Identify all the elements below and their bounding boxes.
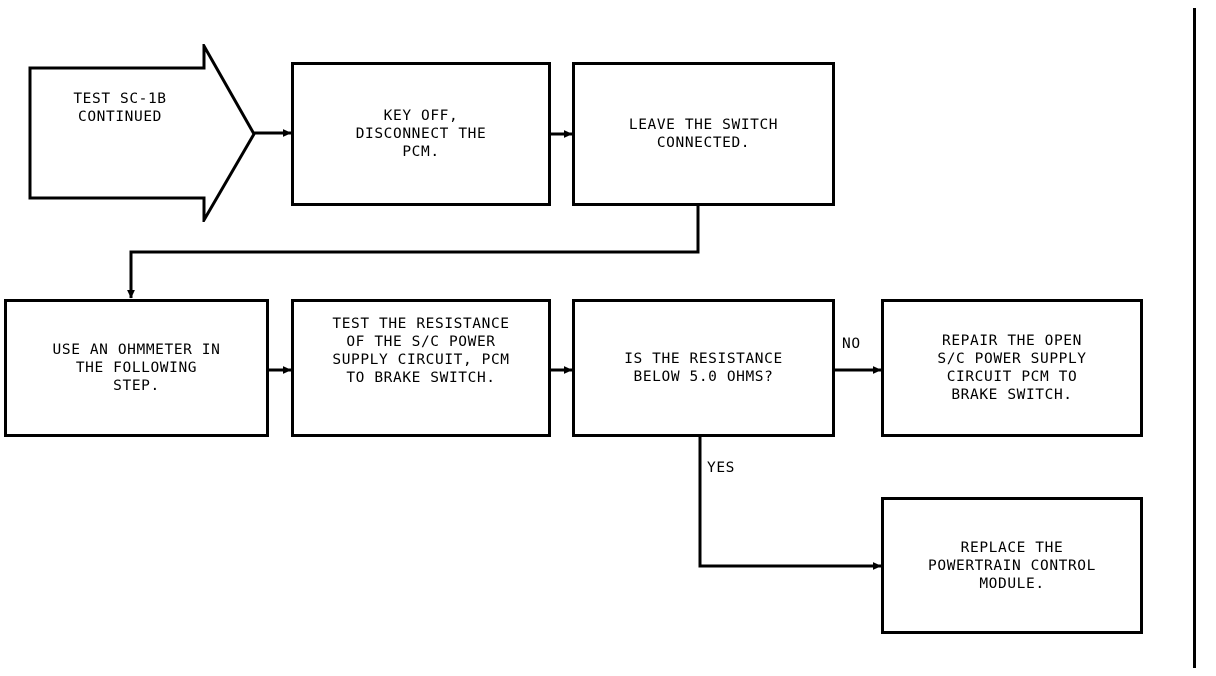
edge-label-yes: YES (707, 460, 735, 476)
node-use-ohmmeter-label: USE AN OHMMETER IN THE FOLLOWING STEP. (52, 342, 221, 394)
start-pennant-label: TEST SC-1B CONTINUED (73, 91, 167, 125)
node-key-off-label: KEY OFF, DISCONNECT THE PCM. (355, 108, 487, 160)
node-use-ohmmeter: USE AN OHMMETER IN THE FOLLOWING STEP. (4, 299, 269, 437)
node-repair-open-label: REPAIR THE OPEN S/C POWER SUPPLY CIRCUIT… (937, 333, 1087, 403)
node-decision-resistance-label: IS THE RESISTANCE BELOW 5.0 OHMS? (624, 351, 783, 385)
node-key-off: KEY OFF, DISCONNECT THE PCM. (291, 62, 551, 206)
start-pennant: TEST SC-1B CONTINUED (28, 44, 256, 222)
node-test-resistance-label: TEST THE RESISTANCE OF THE S/C POWER SUP… (332, 316, 510, 386)
node-replace-pcm: REPLACE THE POWERTRAIN CONTROL MODULE. (881, 497, 1143, 634)
node-repair-open: REPAIR THE OPEN S/C POWER SUPPLY CIRCUIT… (881, 299, 1143, 437)
node-test-resistance: TEST THE RESISTANCE OF THE S/C POWER SUP… (291, 299, 551, 437)
node-replace-pcm-label: REPLACE THE POWERTRAIN CONTROL MODULE. (928, 539, 1096, 592)
page-margin-rule (1193, 8, 1196, 668)
node-leave-switch: LEAVE THE SWITCH CONNECTED. (572, 62, 835, 206)
edge-label-no: NO (842, 336, 861, 352)
node-leave-switch-label: LEAVE THE SWITCH CONNECTED. (628, 117, 779, 151)
node-decision-resistance: IS THE RESISTANCE BELOW 5.0 OHMS? (572, 299, 835, 437)
